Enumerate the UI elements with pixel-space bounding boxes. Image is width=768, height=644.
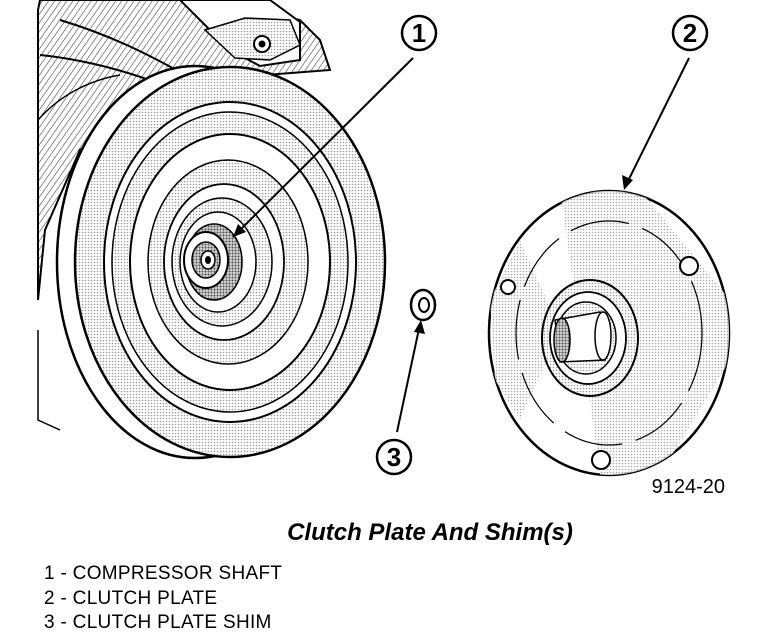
legend-number: 3 bbox=[44, 612, 55, 633]
leader-line-2 bbox=[625, 57, 690, 186]
legend-list: 1 - COMPRESSOR SHAFT 2 - CLUTCH PLATE 3 … bbox=[44, 562, 282, 636]
legend-separator: - bbox=[54, 563, 73, 584]
figure-code: 9124-20 bbox=[652, 476, 725, 498]
callout-3-number: 3 bbox=[387, 442, 401, 472]
legend-separator: - bbox=[54, 587, 73, 609]
callout-1-number: 1 bbox=[412, 18, 426, 48]
arrowhead-2 bbox=[622, 175, 633, 190]
legend-label: CLUTCH PLATE bbox=[72, 587, 218, 609]
legend-label: COMPRESSOR SHAFT bbox=[72, 563, 283, 584]
arrowhead-1 bbox=[233, 224, 246, 237]
compressor-shaft bbox=[183, 231, 229, 289]
legend-item: 1 - COMPRESSOR SHAFT bbox=[44, 562, 282, 587]
figure-caption: Clutch Plate And Shim(s) bbox=[287, 519, 573, 546]
clutch-plate-diagram: 1 2 3 9124-20 bbox=[37, 0, 731, 498]
leader-line-1 bbox=[232, 57, 414, 238]
leader-line-3 bbox=[396, 323, 421, 433]
legend-item: 2 - CLUTCH PLATE bbox=[44, 587, 282, 612]
rivet-left bbox=[500, 279, 516, 295]
rivet-bottom bbox=[591, 450, 611, 470]
callout-1: 1 bbox=[400, 14, 438, 52]
legend-separator: - bbox=[54, 612, 73, 633]
legend-number: 2 bbox=[44, 587, 55, 609]
callout-2-number: 2 bbox=[683, 18, 697, 48]
clutch-plate bbox=[487, 189, 731, 477]
rivet-top bbox=[679, 256, 699, 276]
callout-3: 3 bbox=[375, 438, 413, 476]
clutch-plate-shim bbox=[409, 288, 437, 322]
legend-number: 1 bbox=[44, 563, 55, 584]
callout-2: 2 bbox=[671, 14, 709, 52]
legend-item: 3 - CLUTCH PLATE SHIM bbox=[44, 611, 282, 636]
arrowhead-3 bbox=[414, 320, 425, 334]
legend-label: CLUTCH PLATE SHIM bbox=[72, 612, 272, 633]
